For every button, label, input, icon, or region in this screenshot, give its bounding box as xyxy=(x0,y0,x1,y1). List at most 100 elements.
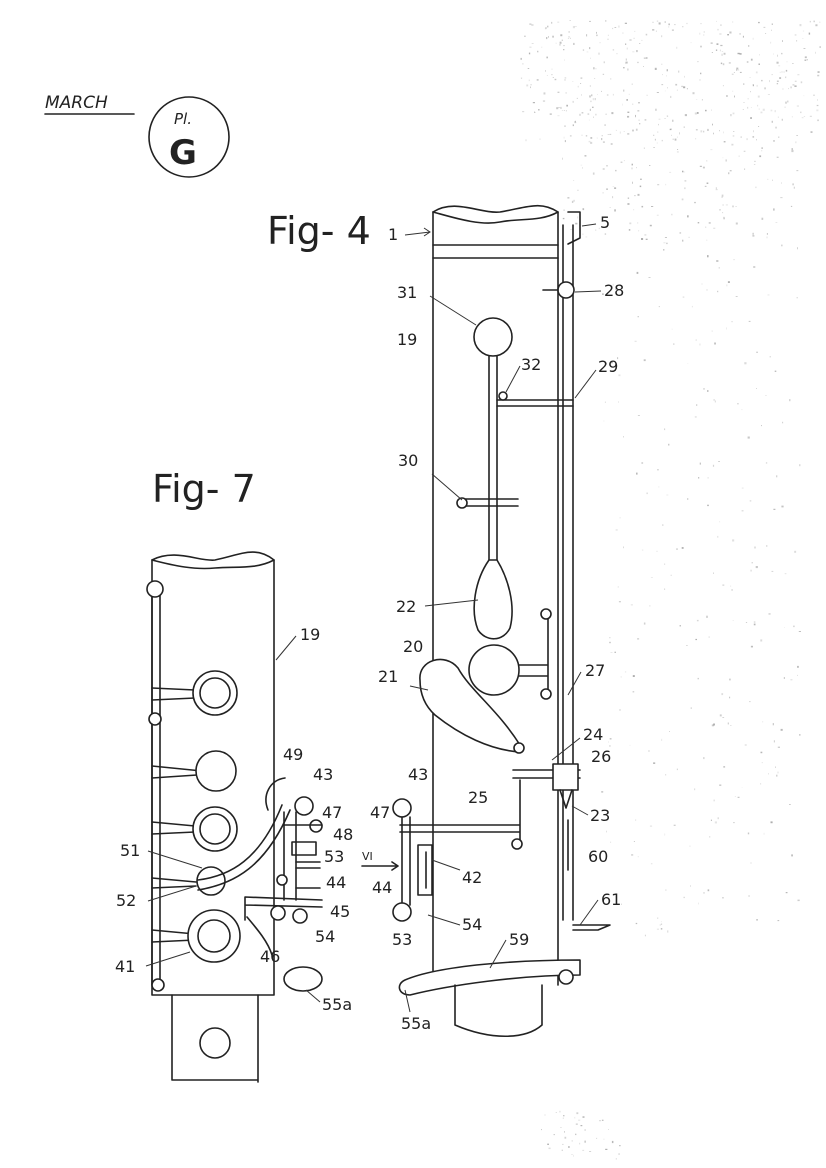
fig4-label: 30 xyxy=(398,451,418,470)
fig7-pivot-bottom xyxy=(151,978,165,992)
fig7-label: 52 xyxy=(116,891,136,910)
fig4-label: 29 xyxy=(598,357,618,376)
fig4-cluster-pin xyxy=(513,742,525,754)
fig7-label: 19 xyxy=(300,625,320,644)
fig4-label: 20 xyxy=(403,637,423,656)
fig7-label: 53 xyxy=(324,847,344,866)
fig4-bar-30-end xyxy=(456,497,468,509)
fig4-key-61 xyxy=(572,924,611,931)
fig4-caption: Fig- 4 xyxy=(267,209,371,253)
fig7-label: 44 xyxy=(326,873,346,892)
fig7-socket-hole xyxy=(199,1027,231,1059)
fig4-key-47 xyxy=(392,798,412,818)
fig4-key-31-stem xyxy=(488,355,498,561)
fig4-key-20-pin-bot xyxy=(540,688,552,700)
fig4-label: 31 xyxy=(397,283,417,302)
fig4-label: 5 xyxy=(600,213,610,232)
fig4-label: 44 xyxy=(372,878,392,897)
fig4-rod-25-end xyxy=(511,838,523,850)
fig4-labels: 1 5 28 31 19 32 29 30 22 20 21 27 24 26 … xyxy=(362,213,624,1033)
fig7-post xyxy=(283,811,323,901)
fig7-leaders xyxy=(145,635,321,1003)
fig4-lever-59-pin xyxy=(558,969,574,985)
plate-letter: G xyxy=(169,133,197,173)
fig7-key-52 xyxy=(151,866,226,896)
fig7-label: 51 xyxy=(120,841,140,860)
fig7-label: 45 xyxy=(330,902,350,921)
fig4-key-53 xyxy=(392,902,412,922)
fig4-leaders xyxy=(404,223,602,1013)
fig7-pin-53 xyxy=(276,874,288,886)
fig7-spring-49 xyxy=(265,777,286,811)
fig4-label: 54 xyxy=(462,915,482,934)
fig4-bar-30 xyxy=(461,498,519,507)
fig7-key-3 xyxy=(151,806,238,852)
figure-7: Fig- 7 xyxy=(115,467,353,1083)
fig4-block-26 xyxy=(552,763,579,791)
fig7-labels: 19 49 43 47 48 53 44 45 54 46 51 52 41 5… xyxy=(115,625,353,1014)
fig4-label: 25 xyxy=(468,788,488,807)
scan-noise xyxy=(520,20,821,1160)
fig4-tube-ring xyxy=(432,244,559,259)
fig7-pin-54b xyxy=(292,908,308,924)
fig7-key-2 xyxy=(151,750,237,792)
fig4-tube-body xyxy=(432,211,559,986)
fig7-bar-45 xyxy=(244,896,323,921)
fig7-pin-47 xyxy=(309,819,323,833)
fig4-label: 24 xyxy=(583,725,603,744)
fig4-arm-29 xyxy=(496,399,574,407)
fig7-label: 46 xyxy=(260,947,280,966)
fig4-tube-bottom xyxy=(454,984,543,1038)
fig4-arrow-vi xyxy=(361,861,399,871)
fig4-key-20-arm xyxy=(518,614,549,696)
fig7-pin-43 xyxy=(294,796,314,816)
fig4-spatula-22 xyxy=(473,559,513,640)
fig4-key-31 xyxy=(473,317,513,357)
fig4-label: 27 xyxy=(585,661,605,680)
figure-4: Fig- 4 xyxy=(267,204,624,1038)
fig4-label: 22 xyxy=(396,597,416,616)
fig7-label: 41 xyxy=(115,957,135,976)
fig7-key-1 xyxy=(151,670,238,716)
plate-prefix: Pl. xyxy=(174,110,192,128)
fig7-key-55a xyxy=(283,966,323,992)
fig7-label: 55a xyxy=(322,995,352,1014)
fig7-key-rod xyxy=(151,594,161,986)
fig7-label: 47 xyxy=(322,803,342,822)
fig7-caption: Fig- 7 xyxy=(152,467,256,511)
fig4-label: 21 xyxy=(378,667,398,686)
fig7-lever-51 xyxy=(197,804,291,891)
fig4-plate-42 xyxy=(417,844,433,896)
fig4-label: 42 xyxy=(462,868,482,887)
fig7-key-41 xyxy=(151,909,241,963)
fig4-stack-post xyxy=(401,816,411,906)
fig7-pivot-top xyxy=(146,580,164,598)
fig4-label: 19 xyxy=(397,330,417,349)
fig7-label: 49 xyxy=(283,745,303,764)
fig4-rod-25 xyxy=(399,779,521,846)
author-name: MARCH xyxy=(45,93,108,113)
fig7-label: 43 xyxy=(313,765,333,784)
fig4-label: VI xyxy=(362,850,373,863)
fig4-label: 59 xyxy=(509,930,529,949)
fig7-pin-54a xyxy=(270,905,286,921)
fig4-label: 61 xyxy=(601,890,621,909)
fig7-label: 48 xyxy=(333,825,353,844)
fig4-spring-23 xyxy=(559,789,573,809)
fig4-label: 53 xyxy=(392,930,412,949)
fig4-pin-32 xyxy=(498,391,508,401)
fig7-pivot-mid xyxy=(148,712,162,726)
fig7-tube-top xyxy=(151,551,275,570)
fig4-rod-end xyxy=(567,211,581,245)
fig7-socket xyxy=(171,994,259,1083)
fig4-lever-59 xyxy=(398,959,581,996)
fig4-pivot-28 xyxy=(557,281,575,299)
fig4-label: 23 xyxy=(590,806,610,825)
fig4-label: 55a xyxy=(401,1014,431,1033)
fig4-label: 28 xyxy=(604,281,624,300)
fig4-key-20 xyxy=(468,644,520,696)
fig4-label: 60 xyxy=(588,847,608,866)
fig4-label: 26 xyxy=(591,747,611,766)
fig4-label: 43 xyxy=(408,765,428,784)
header: MARCH Pl. G xyxy=(44,93,230,178)
